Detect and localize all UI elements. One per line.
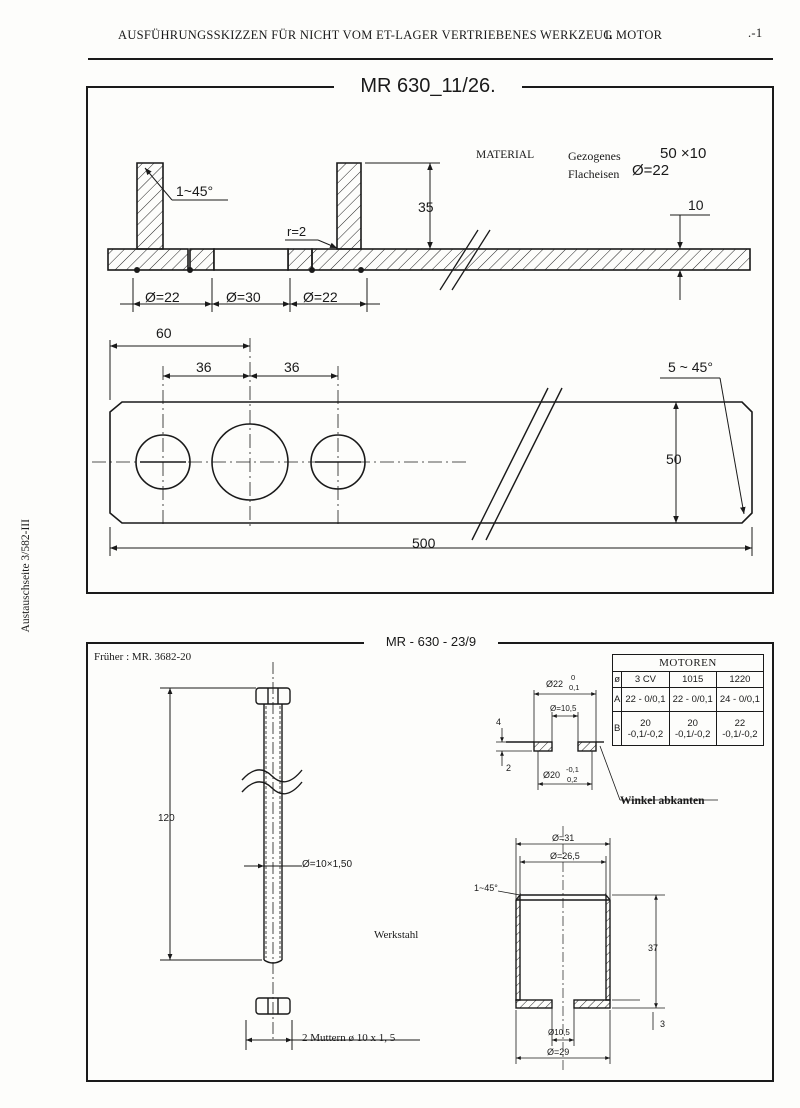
- werkstahl-label: Werkstahl: [374, 929, 419, 941]
- header-rule: [88, 58, 773, 60]
- winkel-note: Winkel abkanten: [620, 795, 705, 807]
- table-cell: 22 - 0/0,1: [621, 687, 670, 712]
- drawing-2-title: MR - 630 - 23/9: [364, 634, 498, 649]
- sleeve-base-3: 3: [660, 1019, 666, 1029]
- dim-width-50: 50: [666, 451, 682, 467]
- right-lug-section: [336, 162, 362, 250]
- dim-diameter-30: Ø=30: [226, 289, 261, 305]
- sleeve-chamfer: 1~45°: [474, 883, 498, 893]
- table-row-label: B: [611, 711, 623, 746]
- washer-outer-tol-bottom: 0,1: [569, 683, 580, 692]
- table-header: 1015: [668, 671, 717, 688]
- washer-outer-tol-top: 0: [571, 673, 576, 682]
- drawing-1-title: MR 630_11/26.: [334, 74, 522, 98]
- dim-thickness-10: 10: [688, 197, 704, 213]
- washer-base-tol-top: -0,1: [566, 765, 579, 774]
- dim-length-500: 500: [412, 535, 436, 551]
- washer: [506, 741, 604, 752]
- motoren-table: MOTOREN ø 3 CV 1015 1220 A 22 - 0/0,1 22…: [611, 654, 765, 746]
- nuts-note: 2 Muttern ø 10 x 1, 5: [302, 1032, 396, 1044]
- table-cell: 24 - 0/0,1: [715, 687, 765, 712]
- material-line-1: Gezogenes: [568, 149, 621, 163]
- table-corner: ø: [611, 671, 623, 688]
- washer-inner-dia: Ø=10,5: [550, 704, 577, 713]
- header-title: AUSFÜHRUNGSSKIZZEN FÜR NICHT VOM ET-LAGE…: [118, 28, 613, 42]
- dim-chamfer: 1~45°: [176, 183, 214, 199]
- previous-part-number: Früher : MR. 3682-20: [94, 651, 192, 663]
- washer-base-dia: Ø20: [543, 770, 561, 780]
- table-row-label: A: [611, 687, 623, 712]
- sleeve-hole-dia: Ø10,5: [548, 1028, 570, 1037]
- material-label: MATERIAL: [476, 149, 535, 161]
- center-hole: [213, 248, 289, 271]
- dim-height-35: 35: [418, 199, 434, 215]
- washer-thickness-4: 4: [496, 717, 502, 727]
- table-cell: 22 - 0/0,1: [668, 687, 717, 712]
- plate-outline: [109, 401, 753, 524]
- table-header: 3 CV: [621, 671, 670, 688]
- bolt: [241, 687, 303, 1015]
- bolt-length-120: 120: [158, 813, 175, 824]
- table-cell: 20 -0,1/-0,2: [668, 711, 717, 746]
- header-motor: L MOTOR: [605, 28, 663, 42]
- table-header: 1220: [715, 671, 765, 688]
- sleeve-height-37: 37: [648, 943, 659, 953]
- dim-36-right: 36: [284, 359, 300, 375]
- material-value-1: 50 ×10: [660, 145, 707, 162]
- sleeve-inner-dia: Ø=26,5: [550, 851, 580, 861]
- dim-corner-chamfer: 5 ~ 45°: [668, 359, 713, 375]
- table-cell: 22 -0,1/-0,2: [715, 711, 765, 746]
- table-cell: 20 -0,1/-0,2: [621, 711, 670, 746]
- left-lug-section: [136, 162, 164, 250]
- sleeve-outer-dia: Ø=31: [552, 833, 575, 843]
- dim-diameter-22-right: Ø=22: [303, 289, 338, 305]
- washer-base-tol-bottom: 0,2: [567, 775, 578, 784]
- material-value-2: Ø=22: [632, 162, 670, 179]
- dim-36-left: 36: [196, 359, 212, 375]
- dim-radius: r=2: [287, 224, 307, 239]
- section-view: [107, 162, 751, 271]
- washer-outer-dia: Ø22: [546, 679, 564, 689]
- bolt-thread: Ø=10×1,50: [302, 859, 353, 870]
- washer-thickness-2: 2: [506, 763, 512, 773]
- dim-diameter-22-left: Ø=22: [145, 289, 180, 305]
- base-plate-right-section: [311, 248, 751, 271]
- sleeve-bottom-dia: Ø=29: [547, 1047, 570, 1057]
- header-page-number: .-1: [748, 26, 763, 40]
- dim-60: 60: [156, 325, 172, 341]
- table-caption: MOTOREN: [612, 654, 764, 672]
- material-line-2: Flacheisen: [568, 167, 620, 181]
